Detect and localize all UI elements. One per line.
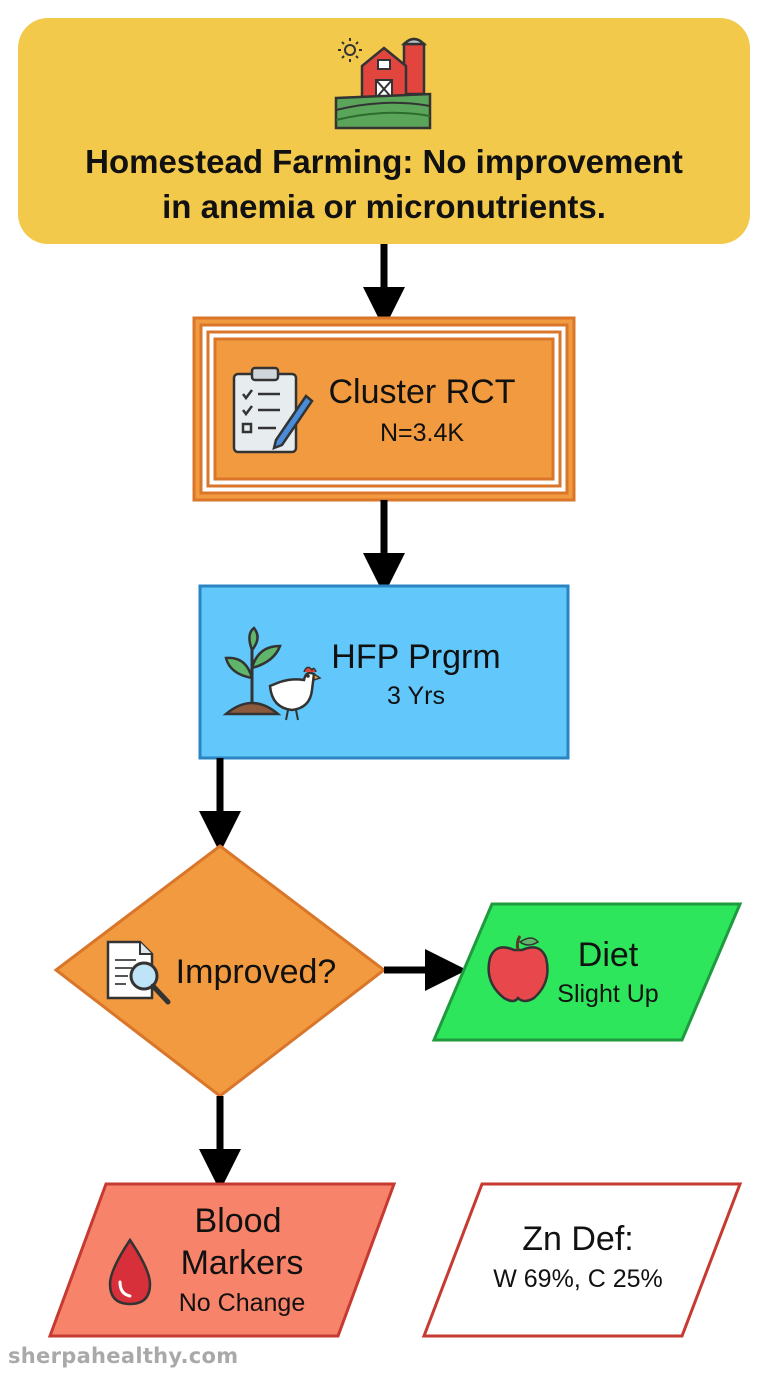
hfp-program-subtitle: 3 Yrs bbox=[387, 682, 445, 710]
blood-title-line-2: Markers bbox=[181, 1244, 304, 1282]
zinc-title: Zn Def: bbox=[522, 1220, 633, 1258]
diet-box: Diet Slight Up bbox=[431, 902, 743, 1042]
clipboard-checklist-icon bbox=[232, 366, 314, 454]
plant-chicken-icon bbox=[222, 626, 322, 721]
diet-subtitle: Slight Up bbox=[557, 980, 658, 1008]
zinc-deficiency-box: Zn Def: W 69%, C 25% bbox=[421, 1182, 743, 1338]
diet-title: Diet bbox=[578, 936, 639, 974]
decision-label: Improved? bbox=[176, 953, 337, 991]
apple-icon bbox=[487, 935, 549, 1003]
watermark: sherpahealthy.com bbox=[8, 1344, 239, 1368]
farm-barn-silo-icon bbox=[334, 37, 432, 130]
cluster-rct-subtitle: N=3.4K bbox=[380, 419, 464, 447]
document-search-icon bbox=[106, 940, 171, 1005]
improved-decision: Improved? bbox=[53, 844, 387, 1098]
blood-subtitle: No Change bbox=[179, 1289, 305, 1317]
blood-drop-icon bbox=[108, 1237, 152, 1306]
hfp-program-title: HFP Prgrm bbox=[331, 638, 500, 676]
hfp-program-box: HFP Prgrm 3 Yrs bbox=[198, 584, 570, 760]
cluster-rct-box: Cluster RCT N=3.4K bbox=[192, 316, 576, 502]
zinc-subtitle: W 69%, C 25% bbox=[493, 1265, 663, 1293]
header-title-line-1: Homestead Farming: No improvement bbox=[85, 143, 683, 180]
cluster-rct-title: Cluster RCT bbox=[328, 373, 515, 411]
header-title-line-2: in anemia or micronutrients. bbox=[162, 188, 606, 225]
blood-markers-box: Blood Markers No Change bbox=[47, 1182, 397, 1338]
header-box: Homestead Farming: No improvement in ane… bbox=[18, 18, 750, 244]
blood-title-line-1: Blood bbox=[195, 1202, 282, 1240]
